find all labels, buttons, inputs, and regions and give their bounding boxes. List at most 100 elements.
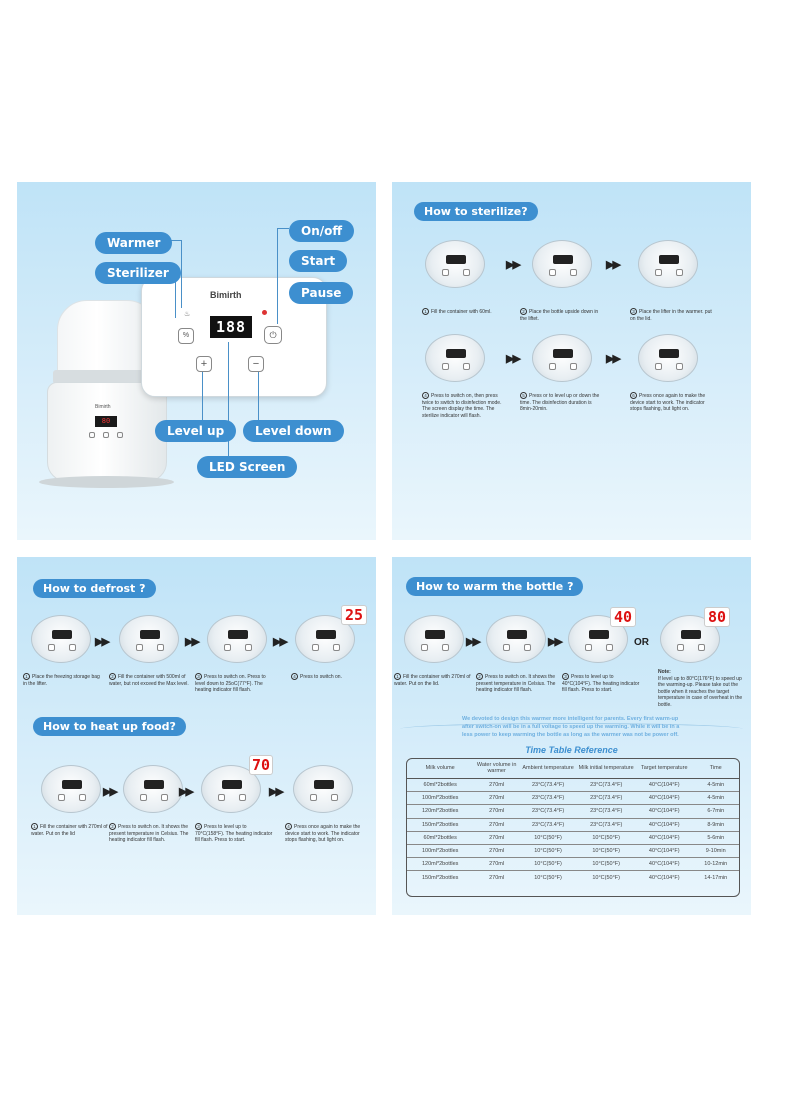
led-display: 188 (210, 316, 252, 338)
panel-warm-bottle: How to warm the bottle ? ▶▶ ▶▶ 40 OR 80 … (392, 557, 751, 915)
arrow-icon: ▶▶ (606, 353, 621, 365)
table-cell: 150ml*2bottles (407, 818, 474, 832)
table-cell: 10°C(50°F) (576, 831, 637, 845)
table-cell: 270ml (489, 874, 505, 881)
table-cell: 10°C(50°F) (576, 844, 637, 859)
title-defrost: How to defrost ? (33, 579, 156, 598)
table-cell: 270ml (473, 818, 520, 832)
table-cell: 270ml (473, 831, 520, 845)
step-image-4 (425, 334, 485, 382)
warm-led-badge-40: 40 (610, 607, 636, 627)
small-btn-2 (103, 432, 109, 438)
table-cell: 23°C(73.4°F) (576, 818, 637, 832)
arrow-icon: ▶▶ (466, 636, 481, 648)
arrow-icon: ▶▶ (103, 786, 118, 798)
defrost-led-badge: 25 (341, 605, 367, 625)
table-cell: 23°C(73.4°F) (519, 804, 577, 819)
brand-small: Bimirth (95, 404, 111, 410)
label-onoff: On/off (289, 220, 355, 242)
table-cell: 23°C(73.4°F) (519, 791, 577, 806)
arrow-icon: ▶▶ (273, 636, 288, 648)
table-cell: 270ml (473, 857, 520, 872)
defrost-image-3 (207, 615, 267, 663)
food-led-badge: 70 (249, 755, 273, 775)
step-image-1 (425, 240, 485, 288)
table-cell: 40°C(104°F) (636, 857, 693, 872)
small-btn-1 (89, 432, 95, 438)
table-cell: 270ml (473, 804, 520, 819)
table-cell: 100ml*2bottles (407, 791, 474, 806)
arrow-icon: ▶▶ (606, 259, 621, 271)
level-up-button[interactable]: + (196, 356, 212, 372)
warm-note: Note:If level up to 80°C(176°F) to speed… (658, 669, 743, 708)
food-image-2 (123, 765, 183, 813)
food-image-1 (41, 765, 101, 813)
onoff-button[interactable]: ⏻ (264, 326, 282, 344)
table-header: Target temperature (636, 759, 693, 779)
arrow-icon: ▶▶ (506, 259, 521, 271)
table-cell: 14-17min (704, 874, 728, 881)
table-cell: 60ml*2bottles (407, 778, 474, 793)
table-header: Milk initial temperature (576, 759, 637, 779)
arrow-icon: ▶▶ (179, 786, 194, 798)
table-header: Ambient temperature (519, 759, 577, 779)
food-image-4 (293, 765, 353, 813)
label-level-up: Level up (155, 420, 237, 442)
label-level-down: Level down (243, 420, 344, 442)
table-cell: 60ml*2bottles (407, 831, 474, 845)
table-cell: 6-7min (692, 804, 739, 819)
arrow-icon: ▶▶ (95, 636, 110, 648)
label-warmer: Warmer (95, 232, 173, 254)
table-cell: 270ml (473, 844, 520, 859)
title-heat-food: How to heat up food? (33, 717, 186, 736)
step-image-3 (638, 240, 698, 288)
table-cell: 4-5min (692, 778, 739, 793)
table-cell: 120ml*2bottles (407, 804, 474, 819)
warm-led-badge-80: 80 (704, 607, 730, 627)
table-title: Time Table Reference (525, 745, 618, 755)
table-cell: 40°C(104°F) (648, 874, 680, 881)
table-cell: 4-5min (692, 791, 739, 806)
table-cell: 5-6min (692, 831, 739, 845)
table-cell: 10-12min (692, 857, 739, 872)
table-cell: 40°C(104°F) (636, 831, 693, 845)
table-cell: 40°C(104°F) (636, 791, 693, 806)
title-sterilize: How to sterilize? (414, 202, 538, 221)
table-cell: 23°C(73.4°F) (576, 778, 637, 793)
or-label: OR (634, 637, 649, 648)
table-cell: 270ml (473, 791, 520, 806)
title-warm-bottle: How to warm the bottle ? (406, 577, 584, 596)
connector-onoff (277, 228, 289, 324)
label-led-screen: LED Screen (197, 456, 298, 478)
table-cell: 8-9min (692, 818, 739, 832)
table-cell: 9-10min (692, 844, 739, 859)
level-down-button[interactable]: − (248, 356, 264, 372)
table-cell: 23°C(73.4°F) (519, 778, 577, 793)
onoff-icon-top (262, 310, 267, 315)
connector-level-down (258, 372, 259, 422)
promo-text: We devoted to design this warmer more in… (462, 716, 680, 738)
sterilizer-button[interactable]: % (178, 328, 194, 344)
